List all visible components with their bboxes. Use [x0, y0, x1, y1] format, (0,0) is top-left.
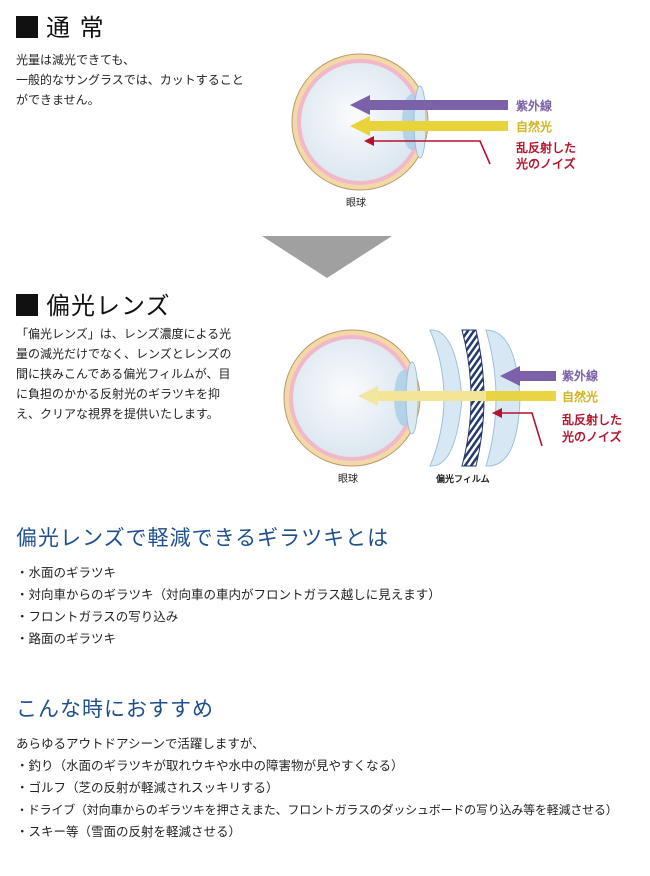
- list-item: ・ドライブ（対向車からのギラツキを押さえまた、フロントガラスのダッシュボードの写…: [16, 803, 618, 817]
- section2-text: 「偏光レンズ」は、レンズ濃度による光 量の減光だけでなく、レンズとレンズの 間に…: [16, 327, 232, 421]
- black-square-icon: [16, 16, 38, 38]
- black-square-icon: [16, 294, 38, 316]
- eyeball-icon: [283, 329, 421, 467]
- label-uv: 紫外線: [562, 368, 598, 383]
- label-uv: 紫外線: [516, 98, 552, 113]
- normal-eye-diagram: 紫外線 自然光 乱反射した 光のノイズ 眼球: [291, 53, 576, 209]
- label-noise-1: 乱反射した: [516, 140, 576, 155]
- label-eyeball: 眼球: [346, 196, 366, 209]
- list-item: ・ゴルフ（芝の反射が軽減されスッキリする）: [16, 780, 279, 795]
- glare-list: ・水面のギラツキ ・対向車からのギラツキ（対向車の車内がフロントガラス越しに見え…: [16, 562, 636, 650]
- noise-arrow: [492, 408, 543, 447]
- noise-arrow: [364, 136, 491, 165]
- list-item: あらゆるアウトドアシーンで活躍しますが、: [16, 736, 265, 751]
- uv-arrow: [350, 95, 508, 115]
- label-noise-2: 光のノイズ: [515, 156, 576, 171]
- section-title-polarized-text: 偏光レンズ: [46, 292, 171, 320]
- down-arrow-icon: [262, 236, 392, 278]
- label-eyeball: 眼球: [338, 472, 358, 485]
- list-item: ・スキー等（雪面の反射を軽減させる）: [16, 824, 242, 839]
- uv-arrow: [500, 366, 556, 386]
- list-item: ・水面のギラツキ: [16, 565, 117, 580]
- glare-heading: 偏光レンズで軽減できるギラツキとは: [16, 526, 390, 550]
- list-item: ・路面のギラツキ: [16, 631, 117, 646]
- section-title-normal: 通 常: [16, 8, 105, 43]
- polarized-eye-diagram: 紫外線 自然光 乱反射した 光のノイズ 眼球 偏光フィルム: [283, 329, 622, 485]
- section1-text: 光量は減光できても、 一般的なサングラスでは、カットすること ができません。: [16, 53, 244, 107]
- label-natural: 自然光: [516, 119, 552, 134]
- label-polarizing-film: 偏光フィルム: [436, 473, 490, 485]
- section-title-normal-text: 通 常: [46, 14, 105, 42]
- natural-light-arrow: [350, 116, 508, 136]
- list-item: ・フロントガラスの写り込み: [16, 609, 179, 624]
- label-noise-1: 乱反射した: [562, 412, 622, 427]
- label-noise-2: 光のノイズ: [561, 429, 622, 444]
- recommend-list: あらゆるアウトドアシーンで活躍しますが、 ・釣り（水面のギラツキが取れウキや水中…: [16, 733, 646, 843]
- natural-light-arrow: [358, 386, 556, 406]
- recommend-heading: こんな時におすすめ: [16, 697, 214, 721]
- list-item: ・対向車からのギラツキ（対向車の車内がフロントガラス越しに見えます）: [16, 587, 441, 602]
- list-item: ・釣り（水面のギラツキが取れウキや水中の障害物が見やすくなる）: [16, 758, 404, 773]
- label-natural: 自然光: [562, 389, 598, 404]
- section-title-polarized: 偏光レンズ: [16, 286, 171, 321]
